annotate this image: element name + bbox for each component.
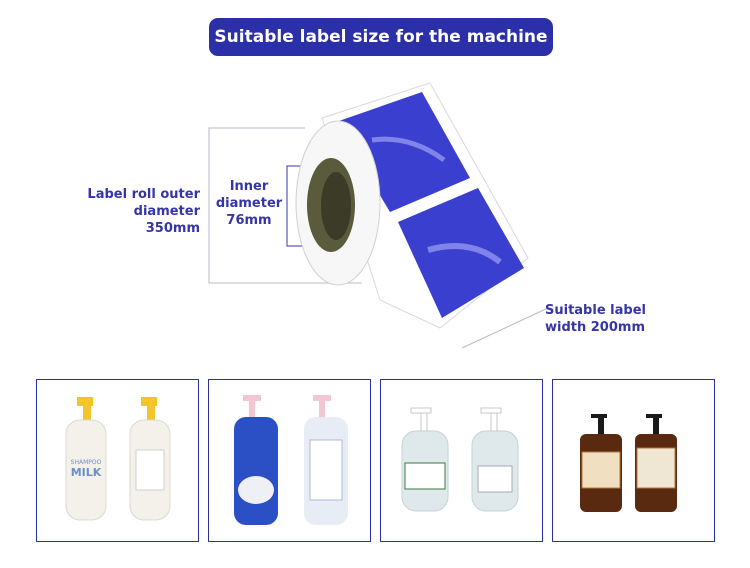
outer-diameter-line-2: diameter 350mm [133,204,200,236]
label-sticker-2-shine [427,243,502,265]
width-line-2: width 200mm [545,320,645,335]
inner-diameter-line-3: 76mm [226,213,272,228]
outer-diameter-bracket [208,127,362,284]
example-card-milk-shampoo: MILK SHAMPOO [36,379,199,542]
amber-soap-bottles-image [580,414,677,512]
example-card-hand-sanitizer [380,379,543,542]
example-card-amber-soap [552,379,715,542]
body-wash-bottles-image [234,395,348,525]
label-sticker-1-shine [371,136,446,163]
width-line-1: Suitable label [545,303,646,318]
shampoo-text: SHAMPOO [71,459,102,466]
page-title: Suitable label size for the machine [209,18,553,56]
outer-diameter-label: Label roll outer diameter 350mm [86,186,200,237]
width-label: Suitable label width 200mm [545,302,646,336]
page-title-text: Suitable label size for the machine [214,27,548,47]
width-bracket [461,307,549,349]
inner-diameter-line-2: diameter [215,196,283,211]
milk-shampoo-bottles-image: MILK SHAMPOO [65,397,171,521]
label-roll-diagram [208,82,549,349]
example-card-body-wash [208,379,371,542]
label-sticker-2 [398,188,524,318]
milk-text: MILK [71,466,102,479]
outer-diameter-line-1: Label roll outer [87,187,200,202]
label-sticker-1 [336,92,470,212]
inner-diameter-line-1: Inner [229,179,269,194]
roll-core-hole [321,172,351,240]
inner-diameter-label: Inner diameter 76mm [213,178,285,229]
hand-sanitizer-bottles-image [401,407,519,512]
